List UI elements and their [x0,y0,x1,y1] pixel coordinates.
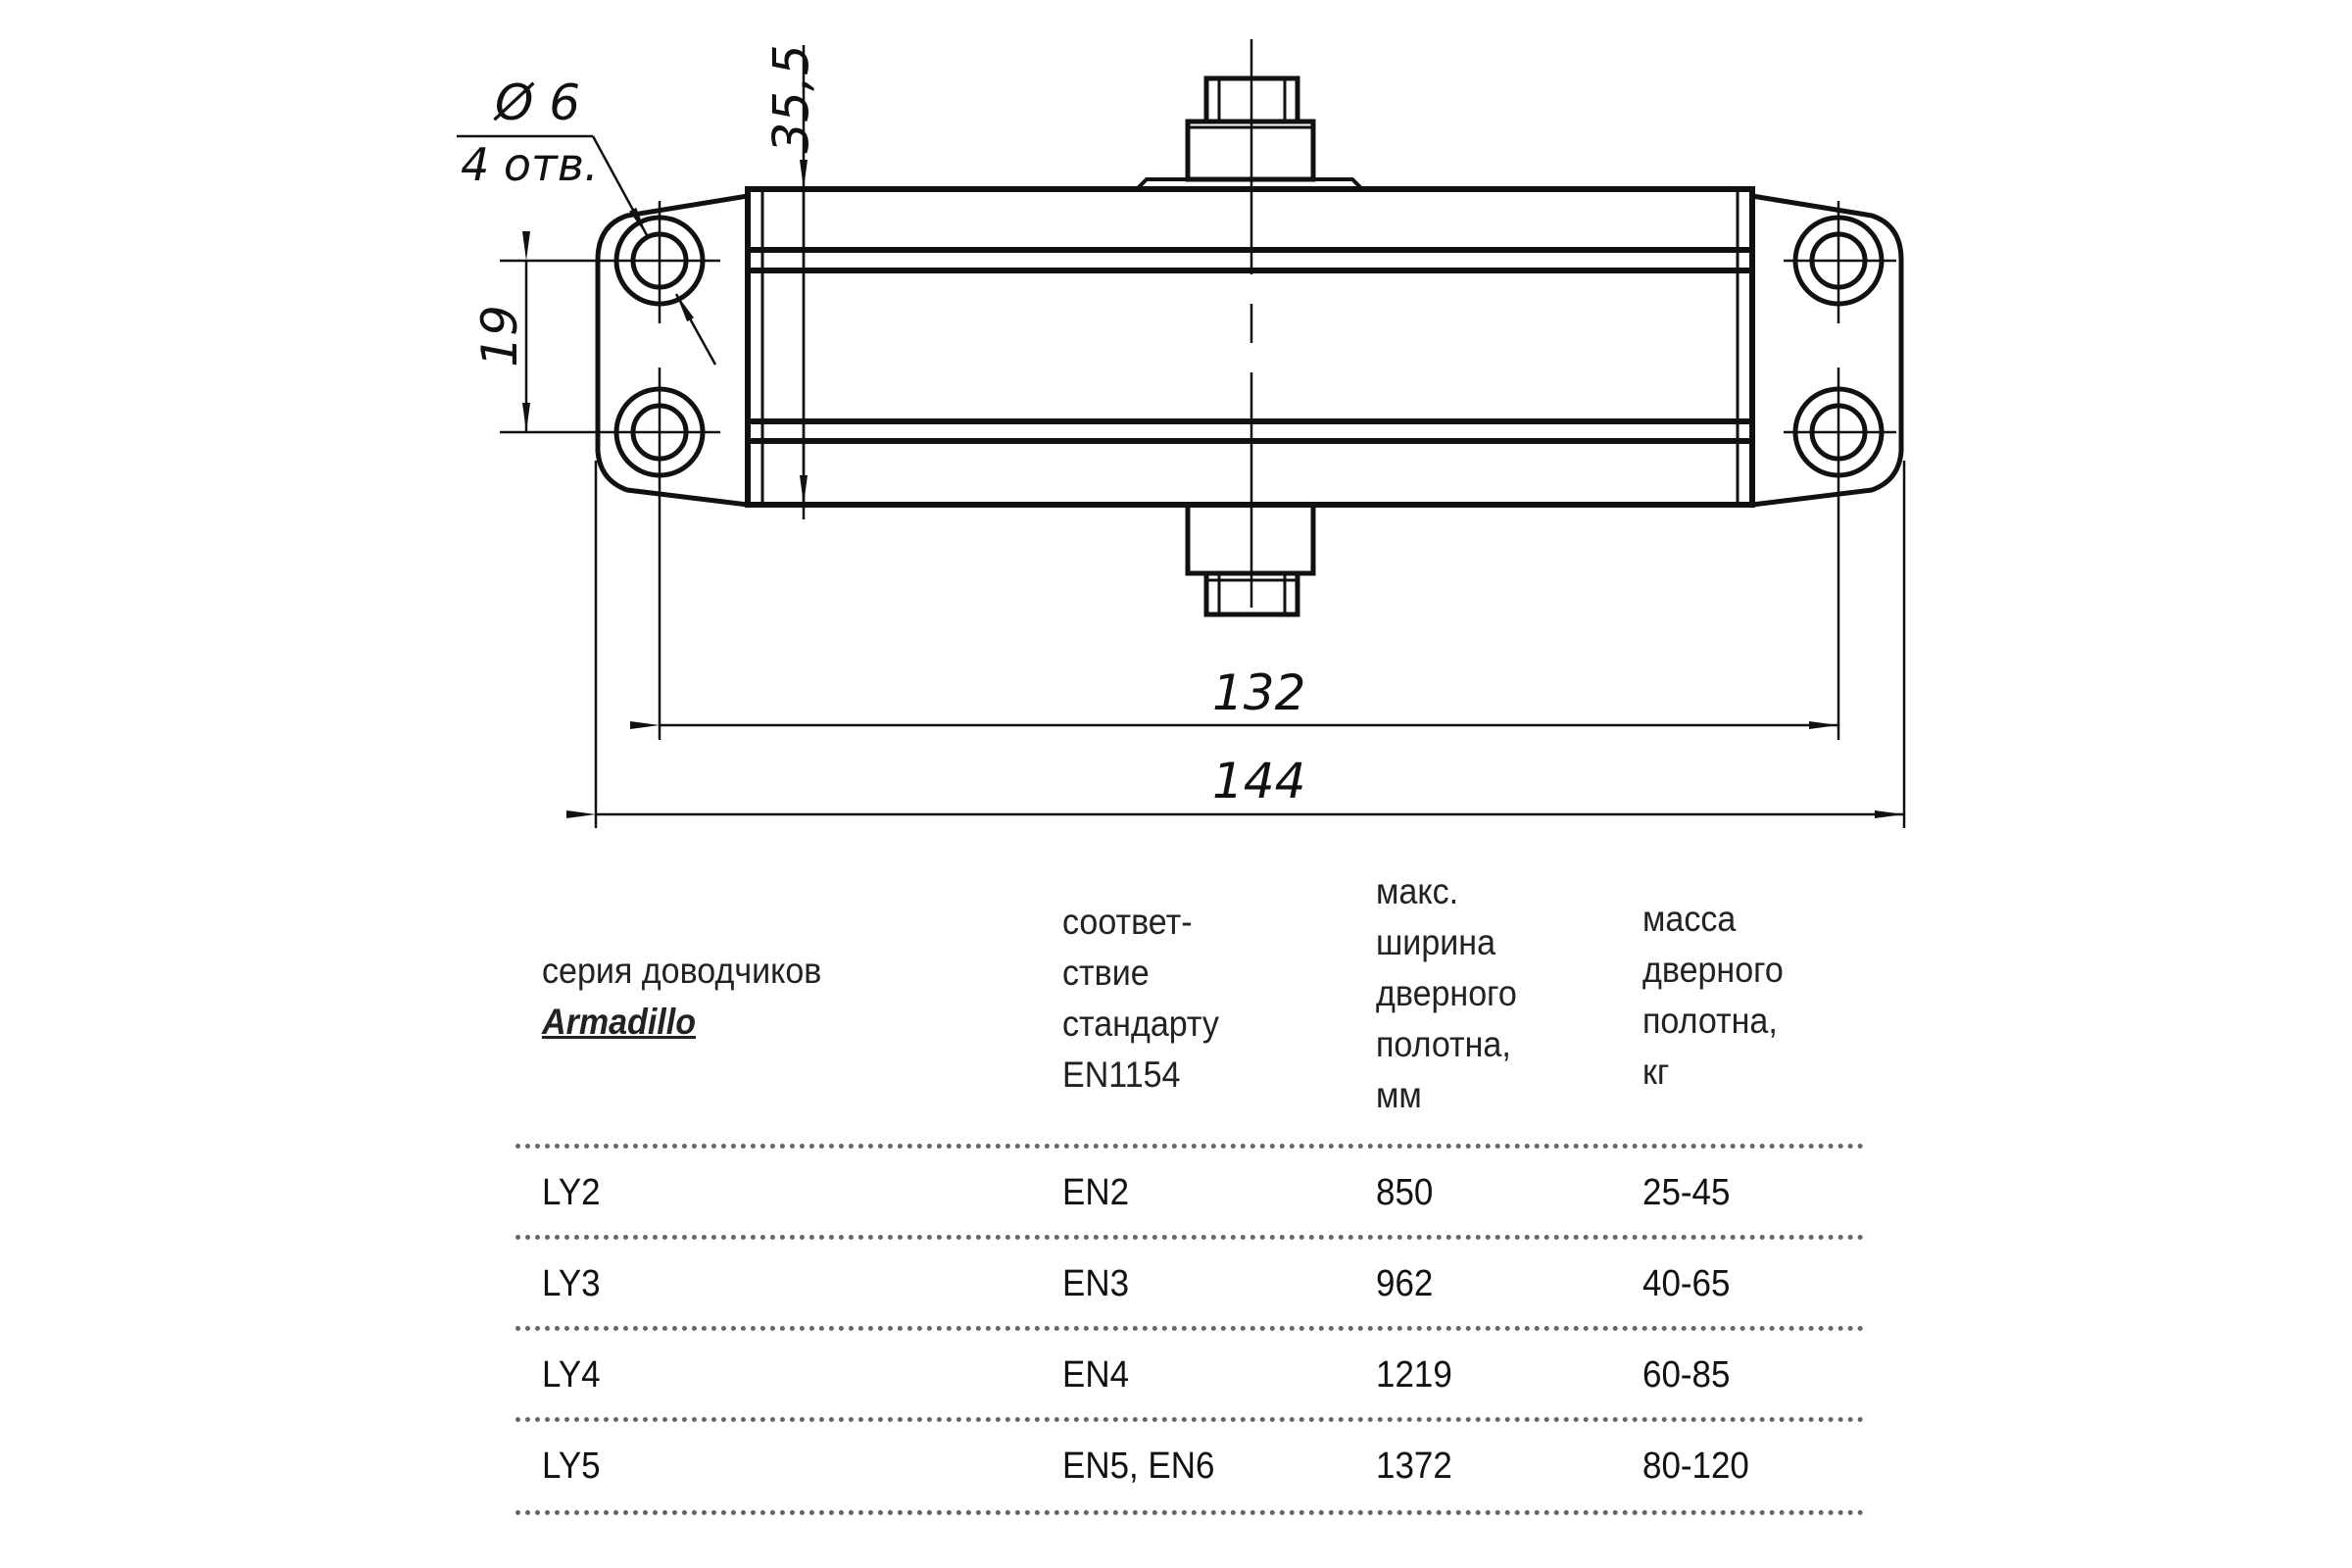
header-standard: соответ- ствие стандарту EN1154 [1062,902,1219,1095]
hole-count-label: 4 отв. [461,138,599,191]
brand-name: Armadillo [542,1002,696,1042]
mass-cell: 60-85 [1642,1354,1731,1396]
header-door-mass: масса дверного полотна, кг [1642,899,1784,1092]
hole-centers-dimension-label: 132 [1212,664,1306,721]
width-cell: 850 [1376,1172,1434,1213]
hole-leader [591,135,649,236]
width-cell: 1372 [1376,1446,1452,1487]
series-cell: LY5 [542,1446,601,1487]
width-cell: 1219 [1376,1354,1452,1396]
closer-body [745,186,1755,508]
hole-spacing-dimension-label: 19 [470,305,528,368]
series-cell: LY3 [542,1263,601,1304]
mass-cell: 80-120 [1642,1446,1749,1487]
standard-cell: EN5, EN6 [1062,1446,1215,1487]
row-divider [515,1510,1864,1515]
row-divider [515,1144,1864,1149]
standard-cell: EN4 [1062,1354,1130,1396]
mass-cell: 25-45 [1642,1172,1731,1213]
overall-length-dimension-label: 144 [1212,753,1306,809]
row-divider [515,1326,1864,1331]
standard-cell: EN3 [1062,1263,1130,1304]
height-dimension-label: 35,5 [762,44,820,154]
row-divider [515,1235,1864,1240]
series-cell: LY4 [542,1354,601,1396]
right-mounting-flange [1751,193,1904,508]
header-max-width: макс. ширина дверного полотна, мм [1376,871,1517,1115]
header-series-text: серия доводчиков [542,951,822,991]
mass-cell: 40-65 [1642,1263,1731,1304]
hole-diameter-label: Ø 6 [495,74,581,131]
width-cell: 962 [1376,1263,1434,1304]
series-cell: LY2 [542,1172,601,1213]
row-divider [515,1417,1864,1422]
standard-cell: EN2 [1062,1172,1130,1213]
mounting-holes [613,215,1885,478]
left-mounting-flange [595,193,749,508]
